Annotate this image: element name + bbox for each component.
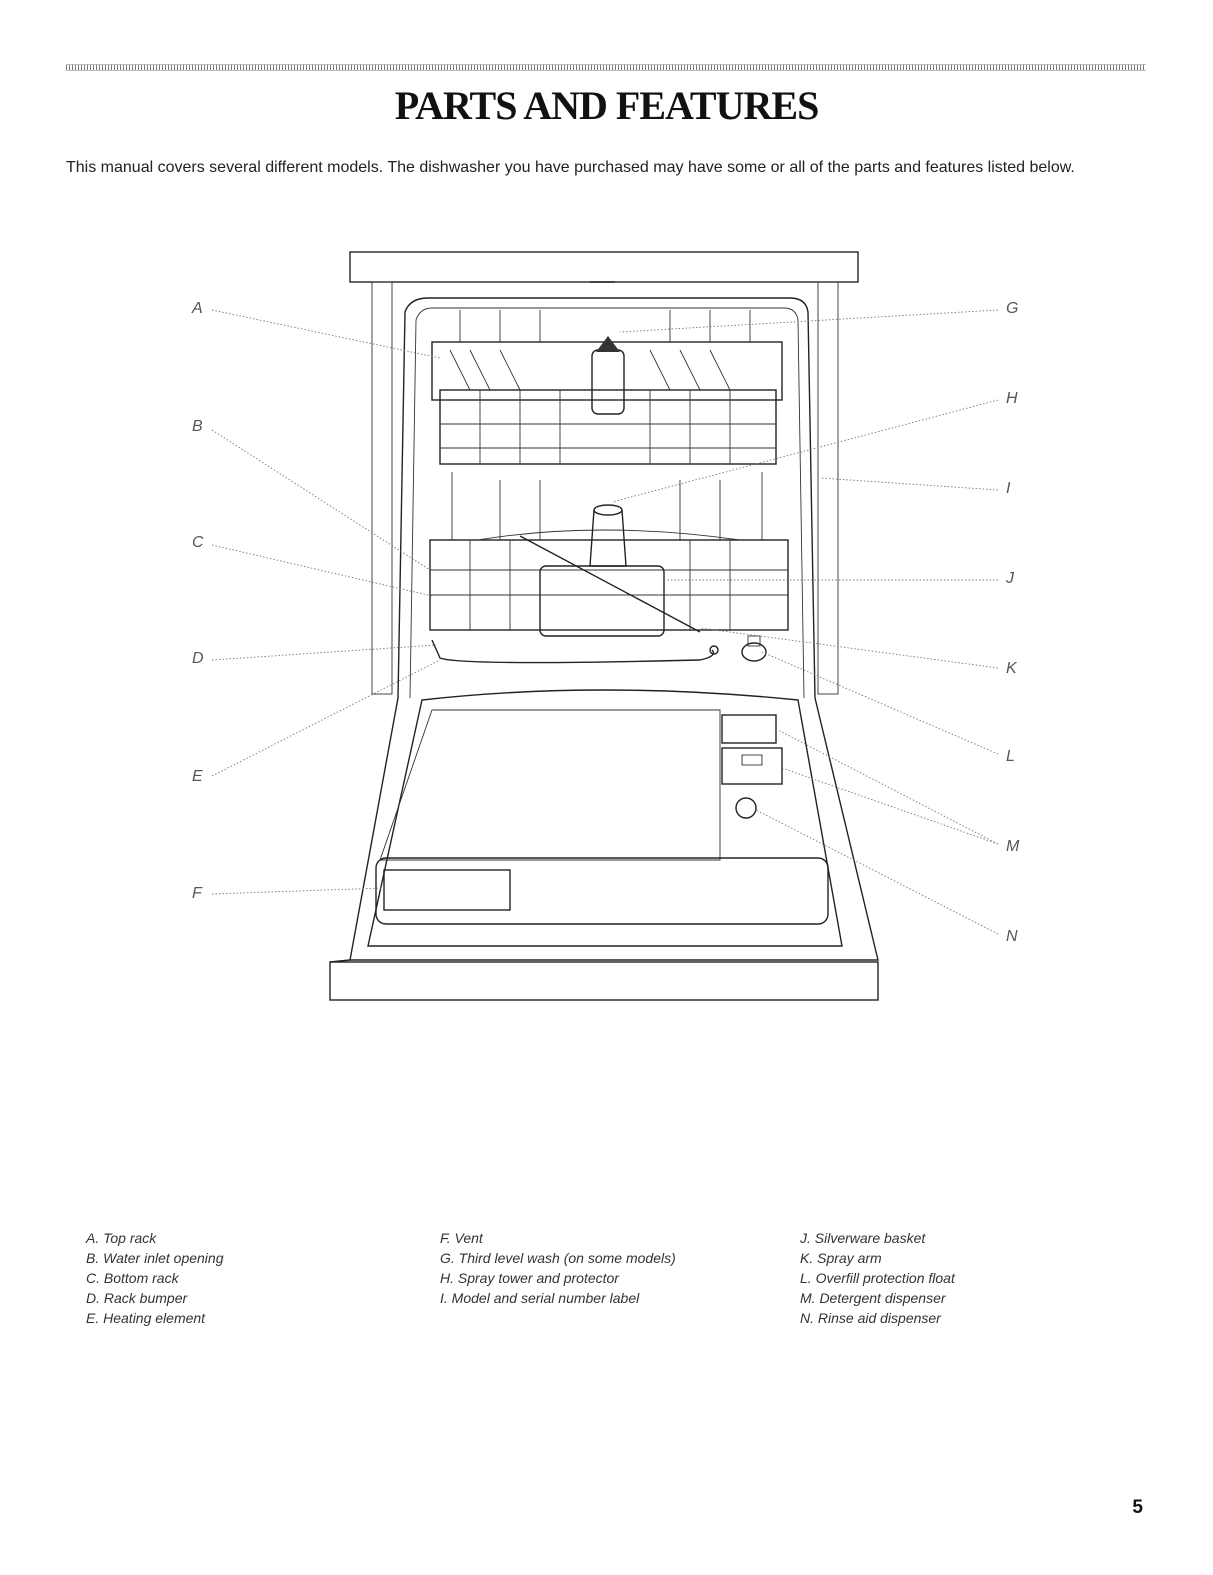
page-number: 5 [1132, 1497, 1143, 1518]
callout-d: D [192, 650, 204, 667]
legend-item: B. Water inlet opening [86, 1250, 224, 1266]
dishwasher-illustration-icon [211, 251, 999, 1001]
legend-item: C. Bottom rack [86, 1270, 179, 1286]
callout-f: F [192, 885, 202, 902]
callout-j: J [1006, 570, 1014, 587]
legend-item: E. Heating element [86, 1310, 206, 1326]
legend-item: N. Rinse aid dispenser [800, 1310, 941, 1326]
callout-b: B [192, 418, 203, 435]
legend-column-2: F. Vent G. Third level wash (on some mod… [440, 1228, 676, 1308]
callout-e: E [192, 768, 203, 785]
legend-column-1: A. Top rack B. Water inlet opening C. Bo… [86, 1228, 224, 1328]
dishwasher-diagram: A B C D E F G H I J K L M N [0, 240, 1213, 1020]
callout-n: N [1006, 928, 1018, 945]
top-rule [66, 64, 1146, 71]
callout-m: M [1006, 838, 1020, 855]
callout-h: H [1006, 390, 1018, 407]
legend-item: M. Detergent dispenser [800, 1290, 946, 1306]
callout-c: C [192, 534, 204, 551]
callout-i: I [1006, 480, 1011, 497]
legend-item: H. Spray tower and protector [440, 1270, 619, 1286]
legend-item: J. Silverware basket [800, 1230, 926, 1246]
callout-a: A [192, 300, 203, 317]
legend-column-3: J. Silverware basket K. Spray arm L. Ove… [800, 1228, 955, 1328]
legend-item: F. Vent [440, 1230, 483, 1246]
legend-item: A. Top rack [86, 1230, 157, 1246]
intro-paragraph: This manual covers several different mod… [66, 159, 1075, 176]
legend-item: L. Overfill protection float [800, 1270, 955, 1286]
legend-item: I. Model and serial number label [440, 1290, 640, 1306]
callout-l: L [1006, 748, 1015, 765]
legend-item: K. Spray arm [800, 1250, 882, 1266]
callout-g: G [1006, 300, 1019, 317]
page-title: PARTS AND FEATURES [394, 83, 820, 128]
legend-item: D. Rack bumper [86, 1290, 188, 1306]
callout-k: K [1006, 660, 1017, 677]
legend-item: G. Third level wash (on some models) [440, 1250, 676, 1266]
